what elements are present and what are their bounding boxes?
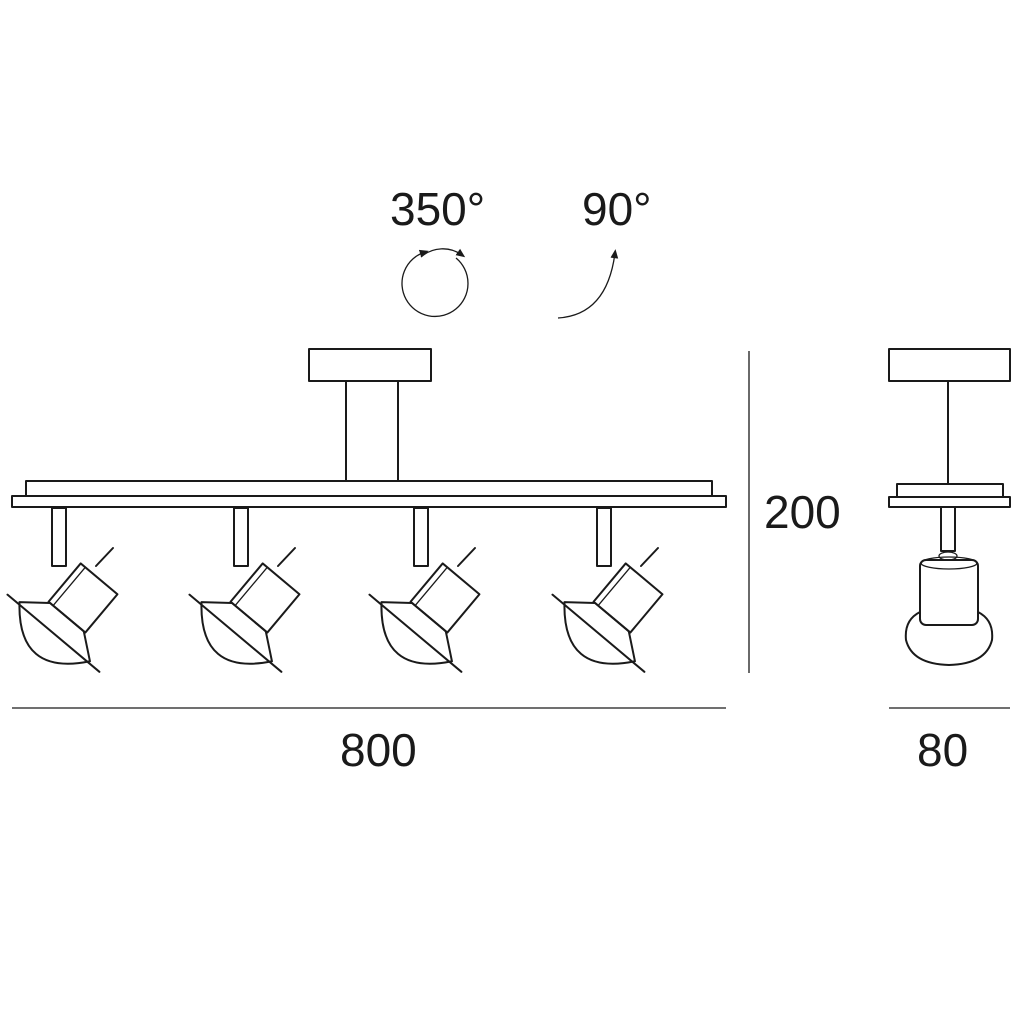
front-view: [0, 348, 727, 694]
mount-column: [345, 380, 399, 482]
spotlight-2: [171, 507, 329, 694]
tilt-arrow-icon: [557, 249, 619, 319]
spotlight-1: [0, 507, 147, 694]
side-reflector: [904, 611, 994, 666]
side-lamp-body: [919, 559, 979, 626]
ceiling-canopy: [308, 348, 432, 382]
side-view: [888, 348, 1011, 666]
width-dimension-label: 800: [340, 724, 417, 776]
side-canopy: [888, 348, 1011, 382]
height-dimension-label: 200: [764, 486, 841, 538]
tilt-angle-label: 90°: [582, 183, 652, 235]
mount-bar: [11, 495, 727, 508]
swivel-angle-label: 350°: [390, 183, 485, 235]
spotlight-4: [534, 507, 692, 694]
mount-bar-top: [25, 480, 713, 497]
side-bar: [888, 496, 1011, 508]
spotlight-3: [351, 507, 509, 694]
depth-dimension-label: 80: [917, 724, 968, 776]
swivel-rotation-icon: [401, 248, 469, 318]
